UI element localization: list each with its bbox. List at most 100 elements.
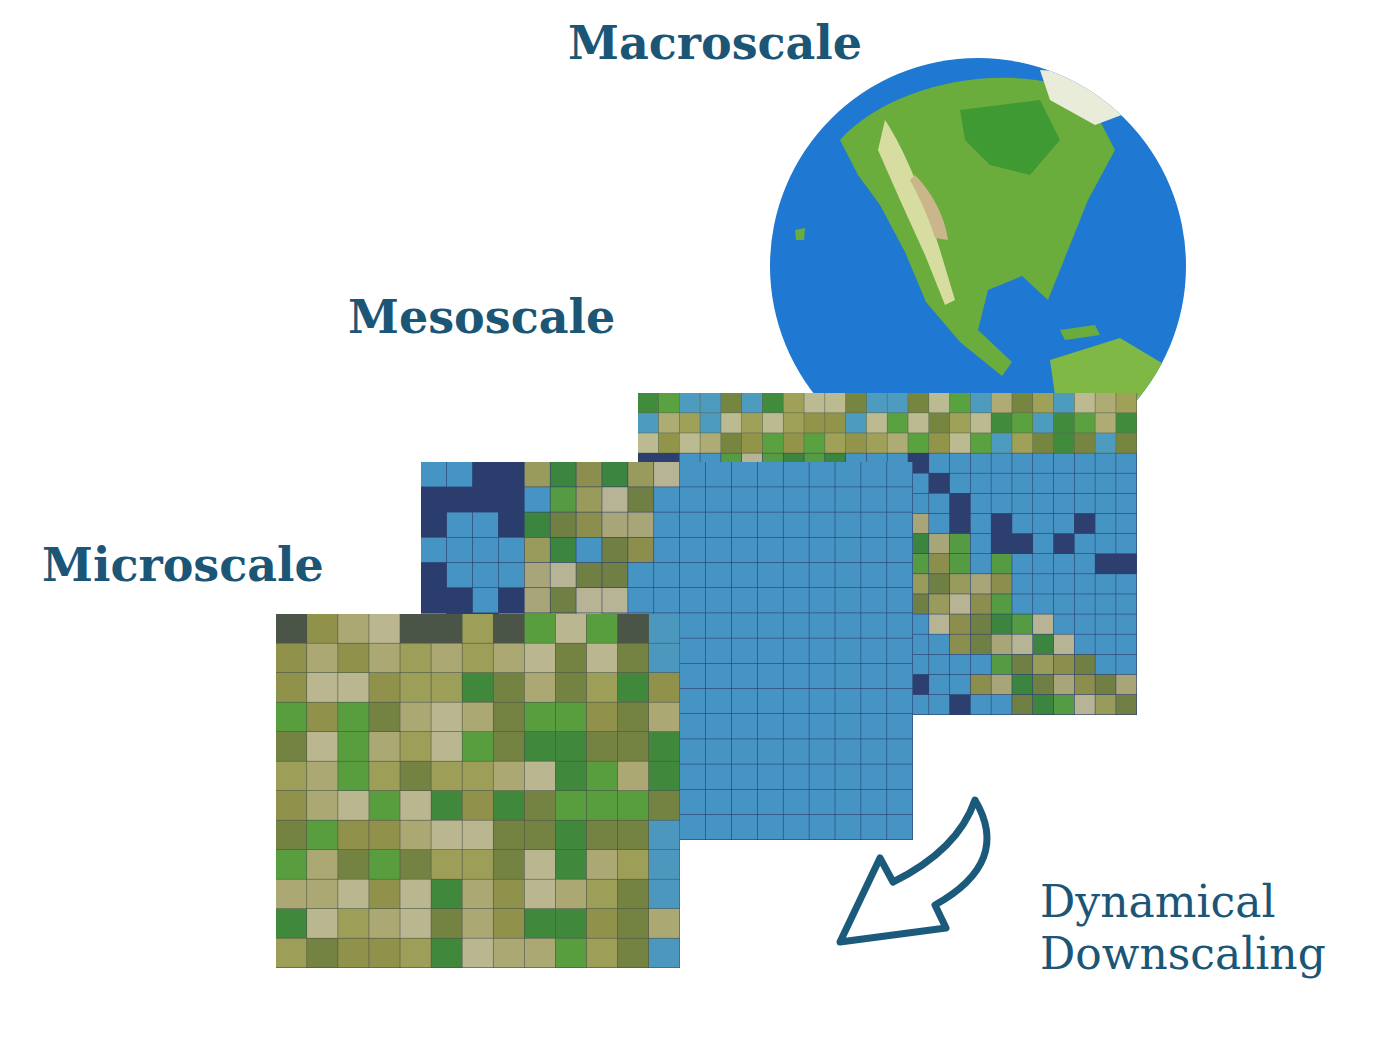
grid-cell [369,909,399,938]
grid-cell [732,638,757,663]
grid-cell [680,563,705,588]
grid-cell [867,413,887,433]
grid-cell [628,487,653,512]
grid-cell [742,393,762,413]
grid-cell [861,790,886,815]
forest [960,100,1060,175]
grid-cell [721,433,741,453]
grid-cell [338,821,368,850]
grid-cell [950,474,970,494]
grid-cell [654,538,679,563]
grid-cell [556,850,586,879]
grid-cell [473,563,498,588]
grid-cell [825,433,845,453]
grid-cell [1012,635,1032,655]
grid-cell [706,638,731,663]
grid-cell [680,689,705,714]
grid-cell [680,714,705,739]
grid-cell [276,939,306,968]
grid-cell [1012,514,1032,534]
grid-cell [706,714,731,739]
grid-cell [338,880,368,909]
mesoscale-layer [421,462,913,840]
grid-cell [991,594,1011,614]
grid-cell [654,512,679,537]
grid-cell [494,791,524,820]
grid-cell [1054,594,1074,614]
grid-cell [1033,675,1053,695]
grid-cell [1033,614,1053,634]
grid-cell [602,588,627,613]
grid-cell [400,821,430,850]
grid-cell [861,563,886,588]
grid-cell [971,433,991,453]
grid-cell [809,538,834,563]
grid-cell [991,474,1011,494]
grid-cell [861,714,886,739]
grid-cell [991,494,1011,514]
grid-cell [494,732,524,761]
grid-cell [758,815,783,840]
grid-cell [706,462,731,487]
grid-cell [654,462,679,487]
grid-cell [835,563,860,588]
grid-cell [888,413,908,433]
grid-cell [587,644,617,673]
grid-cell [929,695,949,715]
grid-cell [1054,635,1074,655]
scale-label: Macroscale [568,18,862,69]
grid-cell [887,689,912,714]
grid-cell [887,764,912,789]
grid-cell [400,850,430,879]
grid-cell [846,433,866,453]
grid-cell [861,462,886,487]
grid-cell [1054,574,1074,594]
grid-cell [587,821,617,850]
grid-cell [473,588,498,613]
grid-cell [929,574,949,594]
grid-cell [1095,474,1115,494]
grid-cell [276,821,306,850]
grid-cell [1075,635,1095,655]
grid-cell [659,433,679,453]
grid-cell [1054,554,1074,574]
grid-cell [1095,635,1115,655]
grid-cell [618,939,648,968]
grid-cell [400,762,430,791]
grid-cell [950,635,970,655]
grid-cell [431,703,461,732]
grid-cell [338,644,368,673]
grid-cell [525,939,555,968]
grid-cell [950,655,970,675]
grid-cell [1054,695,1074,715]
grid-cell [1116,494,1136,514]
grid-cell [618,821,648,850]
grid-cell [525,588,550,613]
grid-cell [861,739,886,764]
grid-cell [950,554,970,574]
grid-cell [550,487,575,512]
grid-cell [908,413,928,433]
grid-cell [587,673,617,702]
grid-cell [602,563,627,588]
grid-cell [400,703,430,732]
grid-cell [276,673,306,702]
grid-cell [758,638,783,663]
grid-cell [1095,614,1115,634]
grid-cell [462,939,492,968]
grid-cell [846,413,866,433]
grid-cell [1033,594,1053,614]
grid-cell [861,664,886,689]
grid-cell [1095,655,1115,675]
grid-cell [1012,614,1032,634]
grid-cell [991,614,1011,634]
grid-cell [971,554,991,574]
grid-cell [929,433,949,453]
grid-cell [525,563,550,588]
grid-cell [680,588,705,613]
grid-cell [1012,594,1032,614]
grid-cell [784,790,809,815]
grid-cell [784,764,809,789]
grid-cell [758,613,783,638]
grid-cell [649,673,679,702]
